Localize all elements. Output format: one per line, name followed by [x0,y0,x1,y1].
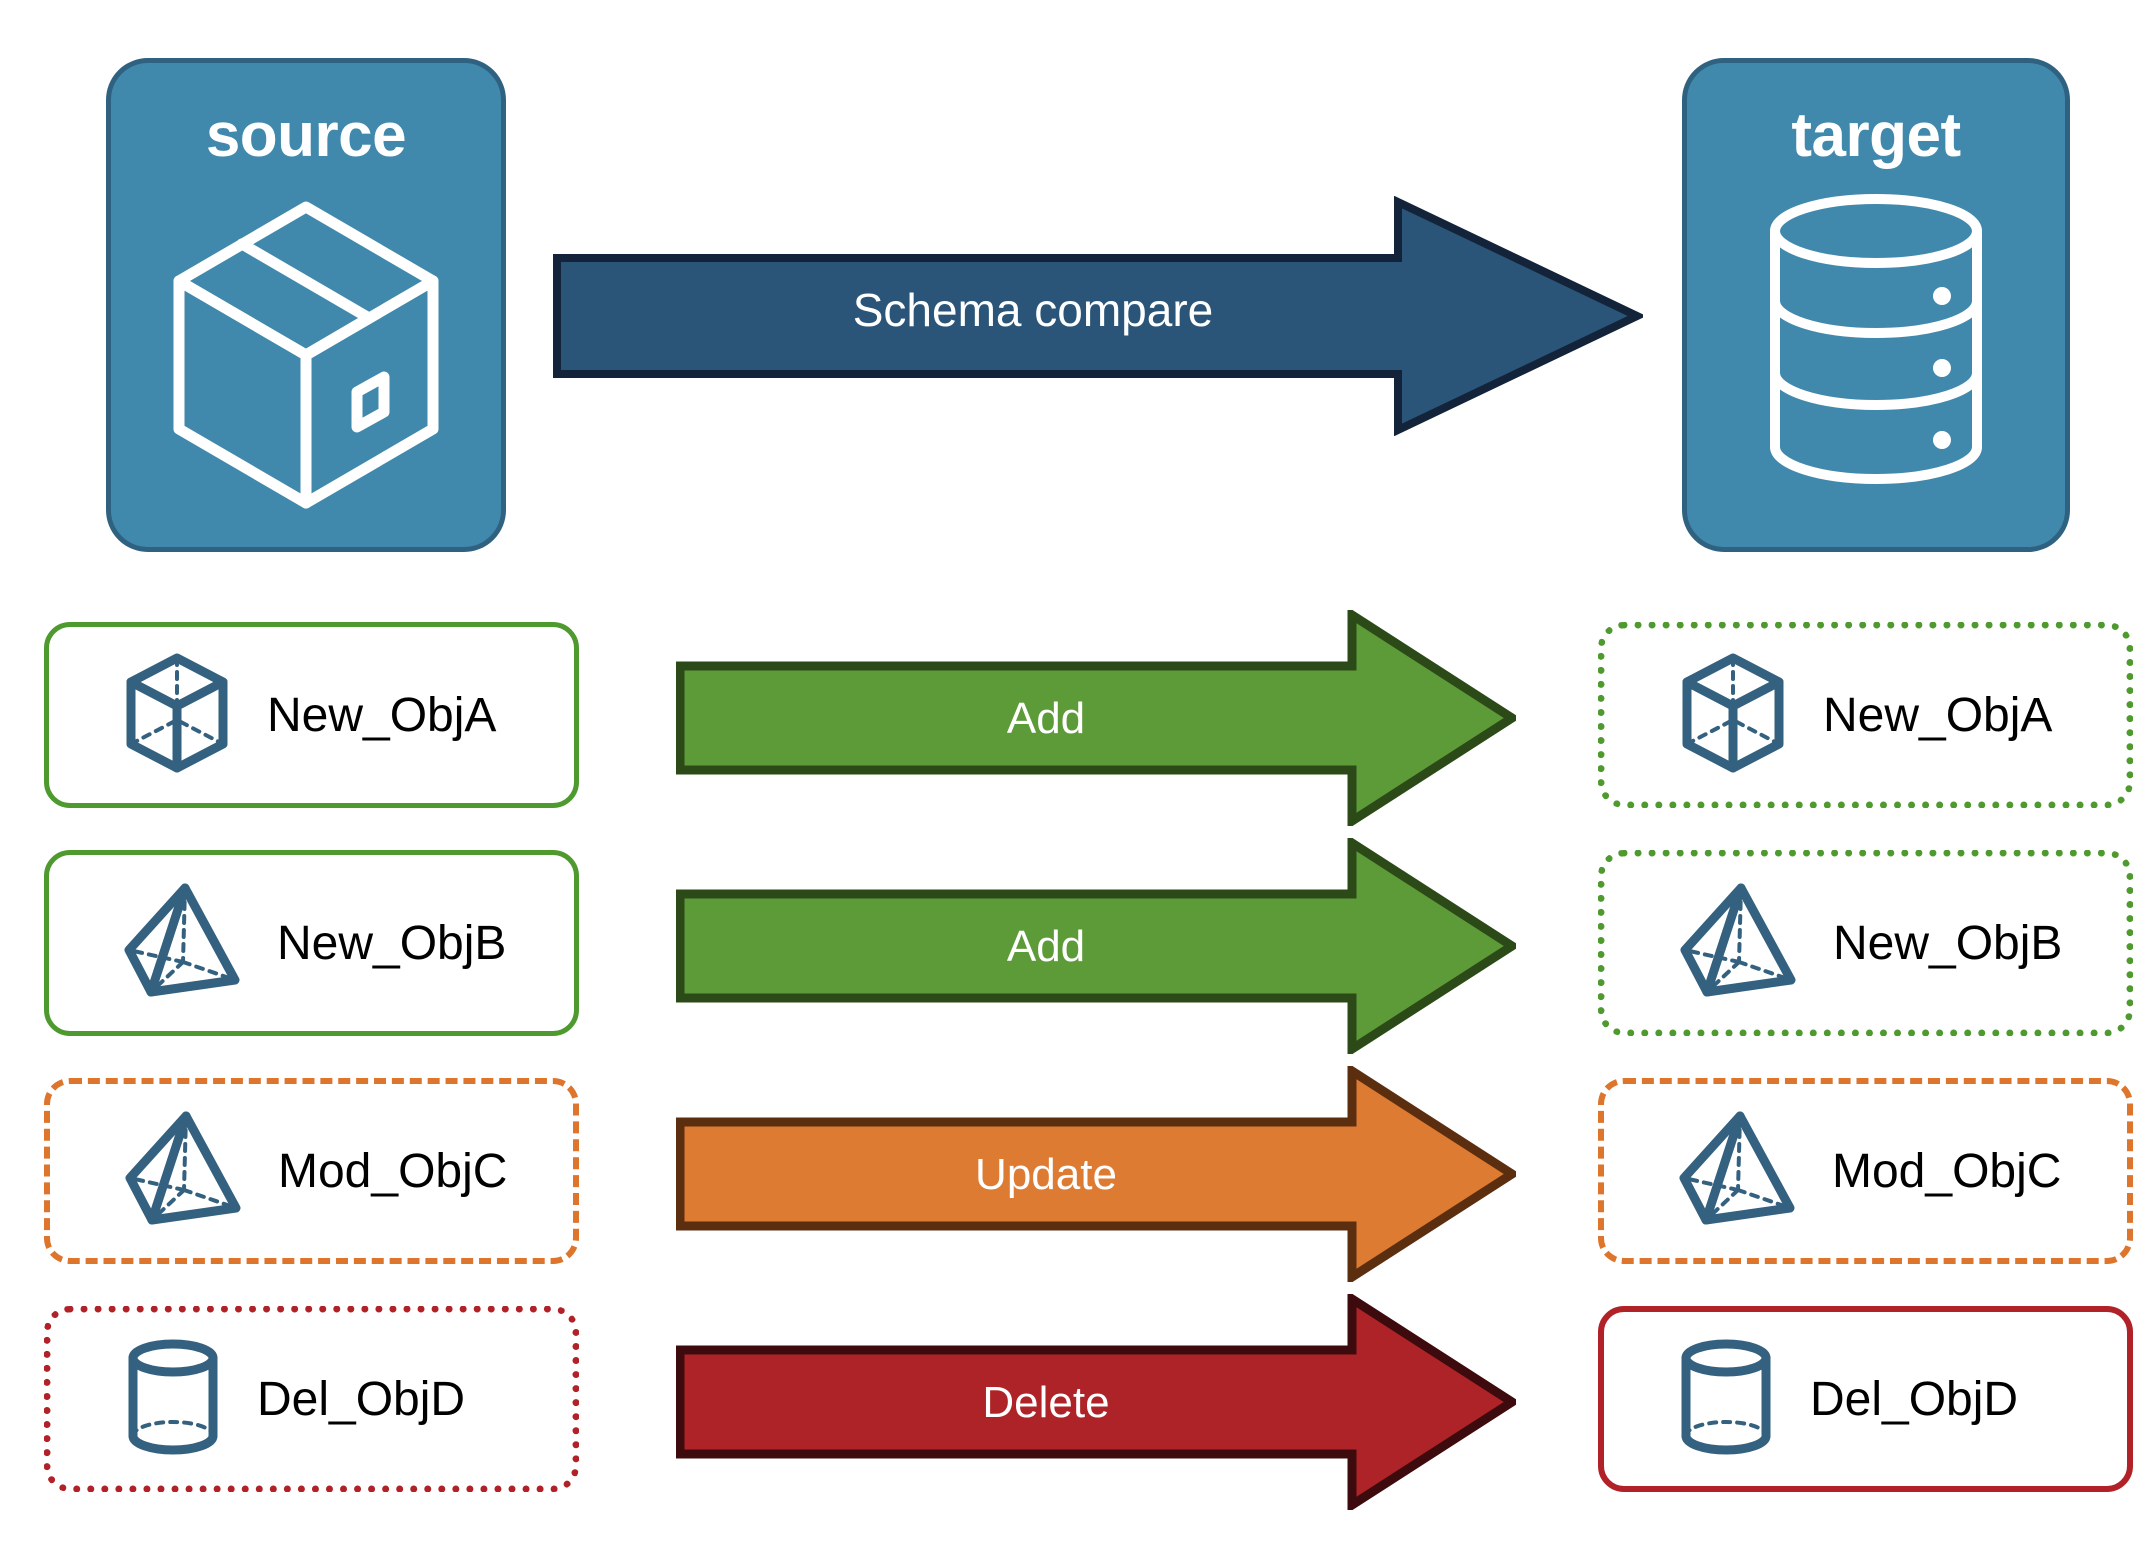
database-cylinder-icon [1751,189,2001,494]
update-arrow [676,1066,1516,1282]
target-object-label: New_ObjA [1823,688,2053,742]
source-object-card: New_ObjB [44,850,579,1036]
source-title: source [205,101,407,170]
source-object-label: Del_ObjD [257,1372,466,1426]
source-object-card: New_ObjA [44,622,579,808]
target-object-card: Mod_ObjC [1598,1078,2133,1264]
source-endpoint-card: source [106,58,506,552]
source-object-label: Mod_ObjC [278,1144,508,1198]
source-object-label: New_ObjB [277,916,507,970]
source-object-label: New_ObjA [267,688,497,742]
cylinder-wireframe-icon [1676,1336,1776,1463]
cube-wireframe-icon [1677,652,1789,779]
pyramid-wireframe-icon [121,880,243,1007]
target-title: target [1791,101,1961,170]
add-arrow [676,610,1516,826]
schema-compare-arrow [553,196,1643,436]
target-object-card: New_ObjB [1598,850,2133,1036]
target-endpoint-card: target [1682,58,2070,552]
delete-arrow [676,1294,1516,1510]
add-arrow [676,838,1516,1054]
source-object-card: Mod_ObjC [44,1078,579,1264]
pyramid-wireframe-icon [1676,1108,1798,1235]
target-object-card: New_ObjA [1598,622,2133,808]
pyramid-wireframe-icon [122,1108,244,1235]
cylinder-wireframe-icon [123,1336,223,1463]
target-object-card: Del_ObjD [1598,1306,2133,1492]
target-object-label: Del_ObjD [1810,1372,2019,1426]
source-object-card: Del_ObjD [44,1306,579,1492]
package-box-icon [161,189,451,524]
target-object-label: New_ObjB [1833,916,2063,970]
target-object-label: Mod_ObjC [1832,1144,2062,1198]
cube-wireframe-icon [121,652,233,779]
pyramid-wireframe-icon [1677,880,1799,1007]
